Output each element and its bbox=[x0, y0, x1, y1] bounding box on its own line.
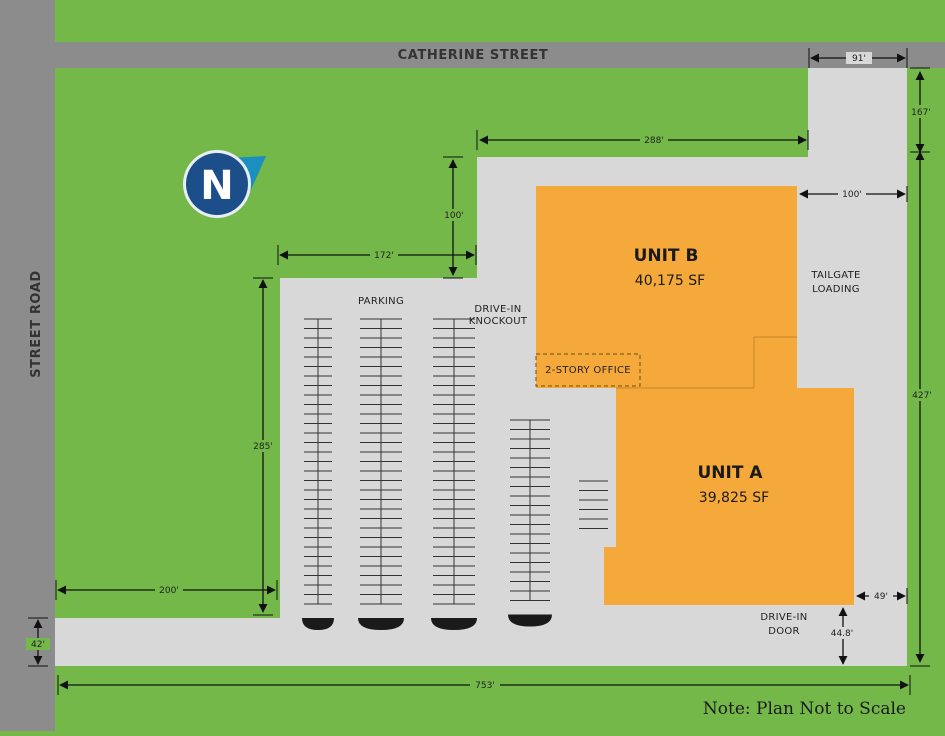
street-road bbox=[0, 0, 55, 731]
catherine-street-label: CATHERINE STREET bbox=[398, 48, 549, 63]
office-label: 2-STORY OFFICE bbox=[545, 365, 631, 376]
drive-in-door-line2: DOOR bbox=[768, 626, 800, 637]
street-road-label: STREET ROAD bbox=[29, 270, 44, 378]
north-marker: N bbox=[183, 150, 266, 218]
dim-44-8: 44.8' bbox=[831, 629, 854, 639]
tailgate-loading-line2: LOADING bbox=[812, 284, 860, 295]
office-outline bbox=[535, 353, 641, 387]
dim-427: 427' bbox=[912, 391, 932, 401]
dim-167: 167' bbox=[911, 108, 931, 118]
parking-island-cap bbox=[431, 618, 477, 630]
dim-91: 91' bbox=[852, 54, 866, 64]
unit-b-area: 40,175 SF bbox=[635, 273, 705, 289]
dim-172: 172' bbox=[374, 251, 394, 261]
parking-island-cap bbox=[302, 618, 334, 630]
parking-label: PARKING bbox=[358, 296, 404, 307]
parking-stalls bbox=[302, 318, 608, 630]
unit-b-name: UNIT B bbox=[634, 246, 699, 266]
drive-in-knockout-line1: DRIVE-IN bbox=[474, 304, 521, 315]
north-badge bbox=[186, 153, 248, 215]
dim-100-right: 100' bbox=[842, 190, 862, 200]
dim-49: 49' bbox=[874, 592, 888, 602]
dim-200: 200' bbox=[159, 586, 179, 596]
dim-285: 285' bbox=[253, 442, 273, 452]
unit-a-name: UNIT A bbox=[697, 463, 763, 483]
dim-100-top: 100' bbox=[444, 211, 464, 221]
building-footprint bbox=[536, 186, 854, 605]
parking-island-cap bbox=[358, 618, 404, 630]
catherine-street bbox=[55, 42, 945, 68]
scale-note: Note: Plan Not to Scale bbox=[703, 699, 906, 719]
dim-42: 42' bbox=[31, 640, 45, 650]
dim-753: 753' bbox=[475, 681, 495, 691]
drive-in-knockout-line2: KNOCKOUT bbox=[469, 316, 528, 327]
parking-island-cap bbox=[508, 614, 552, 627]
unit-a-area: 39,825 SF bbox=[699, 490, 769, 506]
dim-288: 288' bbox=[644, 136, 664, 146]
drive-in-door-line1: DRIVE-IN bbox=[760, 612, 807, 623]
north-letter: N bbox=[200, 163, 233, 209]
tailgate-loading-line1: TAILGATE bbox=[810, 270, 860, 281]
